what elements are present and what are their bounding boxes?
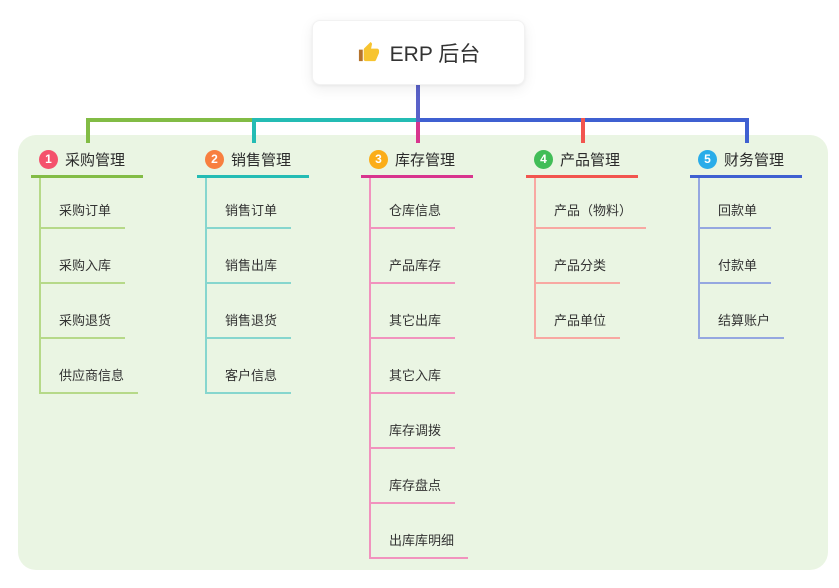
- child-node-label[interactable]: 客户信息: [207, 365, 292, 394]
- branch-title-node[interactable]: 4 产品管理: [526, 148, 639, 178]
- branch-4: 4 产品管理 产品（物料） 产品分类 产品单位: [526, 148, 647, 339]
- child-row: 销售订单: [207, 178, 292, 229]
- connector-root-stem: [416, 83, 420, 122]
- branch-title-label: 财务管理: [724, 152, 785, 169]
- branch-3: 3 库存管理 仓库信息 产品库存 其它出库 其它入库 库存调拨 库存盘点 出库库…: [361, 148, 474, 559]
- child-node-label[interactable]: 采购退货: [41, 310, 126, 339]
- child-node-label[interactable]: 其它入库: [371, 365, 456, 394]
- thumbs-up-icon: [358, 41, 379, 62]
- child-node-label[interactable]: 付款单: [700, 255, 772, 284]
- child-row: 销售退货: [207, 284, 292, 339]
- child-row: 产品（物料）: [536, 178, 647, 229]
- connector-h-branch-1: [86, 118, 256, 122]
- child-node-label[interactable]: 产品单位: [536, 310, 621, 339]
- child-row: 库存盘点: [371, 449, 468, 504]
- child-node-label[interactable]: 回款单: [700, 200, 772, 229]
- child-row: 产品库存: [371, 229, 468, 284]
- child-node-label[interactable]: 销售订单: [207, 200, 292, 229]
- child-row: 产品分类: [536, 229, 646, 284]
- child-node-label[interactable]: 供应商信息: [41, 365, 139, 394]
- branches-panel: [18, 135, 828, 570]
- child-row: 采购退货: [41, 284, 138, 339]
- child-node-label[interactable]: 产品库存: [371, 255, 456, 284]
- connector-drop-branch-2: [252, 118, 256, 143]
- child-node-label[interactable]: 库存调拨: [371, 420, 456, 449]
- child-row: 产品单位: [536, 284, 646, 339]
- child-node-label[interactable]: 产品分类: [536, 255, 621, 284]
- branch-1: 1 采购管理 采购订单 采购入库 采购退货 供应商信息: [31, 148, 144, 394]
- child-node-label[interactable]: 销售退货: [207, 310, 292, 339]
- child-node-label[interactable]: 销售出库: [207, 255, 292, 284]
- branch-children: 采购订单 采购入库 采购退货 供应商信息: [39, 178, 139, 394]
- child-row: 销售出库: [207, 229, 292, 284]
- child-node-label[interactable]: 仓库信息: [371, 200, 456, 229]
- branch-2: 2 销售管理 销售订单 销售出库 销售退货 客户信息: [197, 148, 310, 394]
- child-row: 回款单: [700, 178, 784, 229]
- branch-title-label: 库存管理: [395, 152, 456, 169]
- connector-h-branch-2: [252, 118, 420, 122]
- child-row: 出库库明细: [371, 504, 469, 559]
- branch-title-label: 产品管理: [560, 152, 621, 169]
- child-row: 仓库信息: [371, 178, 468, 229]
- branch-children: 销售订单 销售出库 销售退货 客户信息: [205, 178, 292, 394]
- child-node-label[interactable]: 采购订单: [41, 200, 126, 229]
- branch-children: 产品（物料） 产品分类 产品单位: [534, 178, 647, 339]
- branch-title-node[interactable]: 1 采购管理: [31, 148, 144, 178]
- child-row: 采购入库: [41, 229, 138, 284]
- branch-5: 5 财务管理 回款单 付款单 结算账户: [690, 148, 803, 339]
- branch-children: 仓库信息 产品库存 其它出库 其它入库 库存调拨 库存盘点 出库库明细: [369, 178, 469, 559]
- child-node-label[interactable]: 产品（物料）: [536, 200, 647, 229]
- branch-title-node[interactable]: 3 库存管理: [361, 148, 474, 178]
- connector-drop-branch-1: [86, 118, 90, 143]
- connector-drop-branch-3: [416, 122, 420, 143]
- child-row: 结算账户: [700, 284, 785, 339]
- branch-title-node[interactable]: 5 财务管理: [690, 148, 803, 178]
- child-node-label[interactable]: 库存盘点: [371, 475, 456, 504]
- branch-number-badge: 3: [369, 150, 388, 169]
- child-row: 库存调拨: [371, 394, 468, 449]
- root-title: ERP 后台: [389, 42, 481, 66]
- connector-drop-branch-5: [745, 118, 749, 143]
- child-node-label[interactable]: 采购入库: [41, 255, 126, 284]
- child-row: 客户信息: [207, 339, 292, 394]
- branch-number-badge: 2: [205, 150, 224, 169]
- branch-title-node[interactable]: 2 销售管理: [197, 148, 310, 178]
- root-node[interactable]: ERP 后台: [312, 20, 525, 85]
- branch-number-badge: 1: [39, 150, 58, 169]
- child-row: 其它出库: [371, 284, 468, 339]
- connector-drop-branch-4: [581, 118, 585, 143]
- child-row: 其它入库: [371, 339, 468, 394]
- child-row: 付款单: [700, 229, 784, 284]
- branch-number-badge: 5: [698, 150, 717, 169]
- child-row: 供应商信息: [41, 339, 139, 394]
- branch-children: 回款单 付款单 结算账户: [698, 178, 785, 339]
- child-node-label[interactable]: 其它出库: [371, 310, 456, 339]
- branch-title-label: 销售管理: [231, 152, 292, 169]
- branch-number-badge: 4: [534, 150, 553, 169]
- child-row: 采购订单: [41, 178, 138, 229]
- branch-title-label: 采购管理: [65, 152, 126, 169]
- child-node-label[interactable]: 结算账户: [700, 310, 785, 339]
- child-node-label[interactable]: 出库库明细: [371, 530, 469, 559]
